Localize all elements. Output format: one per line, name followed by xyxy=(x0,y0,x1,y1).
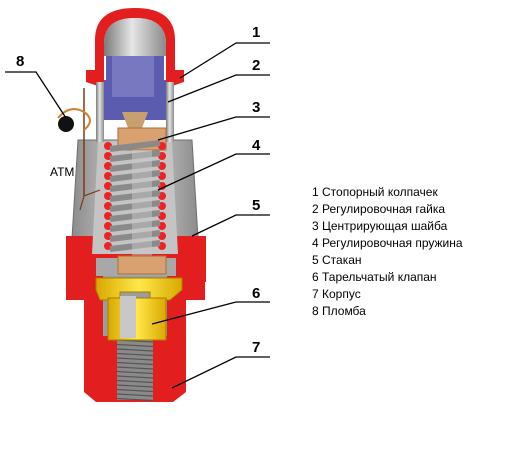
legend-item: 6 Тарельчатый клапан xyxy=(312,270,437,284)
callout-6: 6 xyxy=(252,285,260,302)
seal xyxy=(57,88,101,211)
thread-line xyxy=(116,352,154,357)
thread-bore xyxy=(116,339,154,402)
callout-4: 4 xyxy=(252,137,261,154)
thread-line xyxy=(116,361,154,366)
disc-valve xyxy=(95,277,183,341)
callout-5: 5 xyxy=(252,197,260,214)
callout-3: 3 xyxy=(252,99,260,116)
thread-line xyxy=(116,397,154,402)
legend-item: 4 Регулировочная пружина xyxy=(312,236,463,250)
thread-line xyxy=(116,343,154,348)
thread-line xyxy=(116,393,154,397)
thread-line xyxy=(116,357,154,361)
legend: 1 Стопорный колпачек 2 Регулировочная га… xyxy=(312,184,512,320)
spring-guide-rod xyxy=(132,150,152,258)
legend-item: 2 Регулировочная гайка xyxy=(312,202,446,216)
legend-item: 7 Корпус xyxy=(312,287,361,301)
thread-line xyxy=(116,384,154,388)
spring-coil-bar xyxy=(109,140,161,152)
centring-washer-bottom xyxy=(117,255,167,275)
legend-item: 1 Стопорный колпачек xyxy=(312,185,438,199)
legend-item: 8 Пломба xyxy=(312,304,366,318)
thread-line xyxy=(116,375,154,379)
callout-2: 2 xyxy=(252,57,260,74)
callout-lines xyxy=(5,42,270,389)
adjusting-nut xyxy=(100,45,170,128)
thread-line xyxy=(116,379,154,384)
cap xyxy=(86,8,184,142)
atm-label: АТМ xyxy=(50,165,74,179)
legend-item: 3 Центрирующая шайба xyxy=(312,219,448,233)
seal-ball xyxy=(58,116,74,132)
thread-line xyxy=(116,370,154,375)
callout-7: 7 xyxy=(252,339,260,356)
legend-item: 5 Стакан xyxy=(312,253,362,267)
callout-1: 1 xyxy=(252,24,260,41)
thread-line xyxy=(116,388,154,393)
thread-line xyxy=(116,348,154,352)
thread-line xyxy=(116,366,154,370)
callout-8: 8 xyxy=(16,53,24,70)
